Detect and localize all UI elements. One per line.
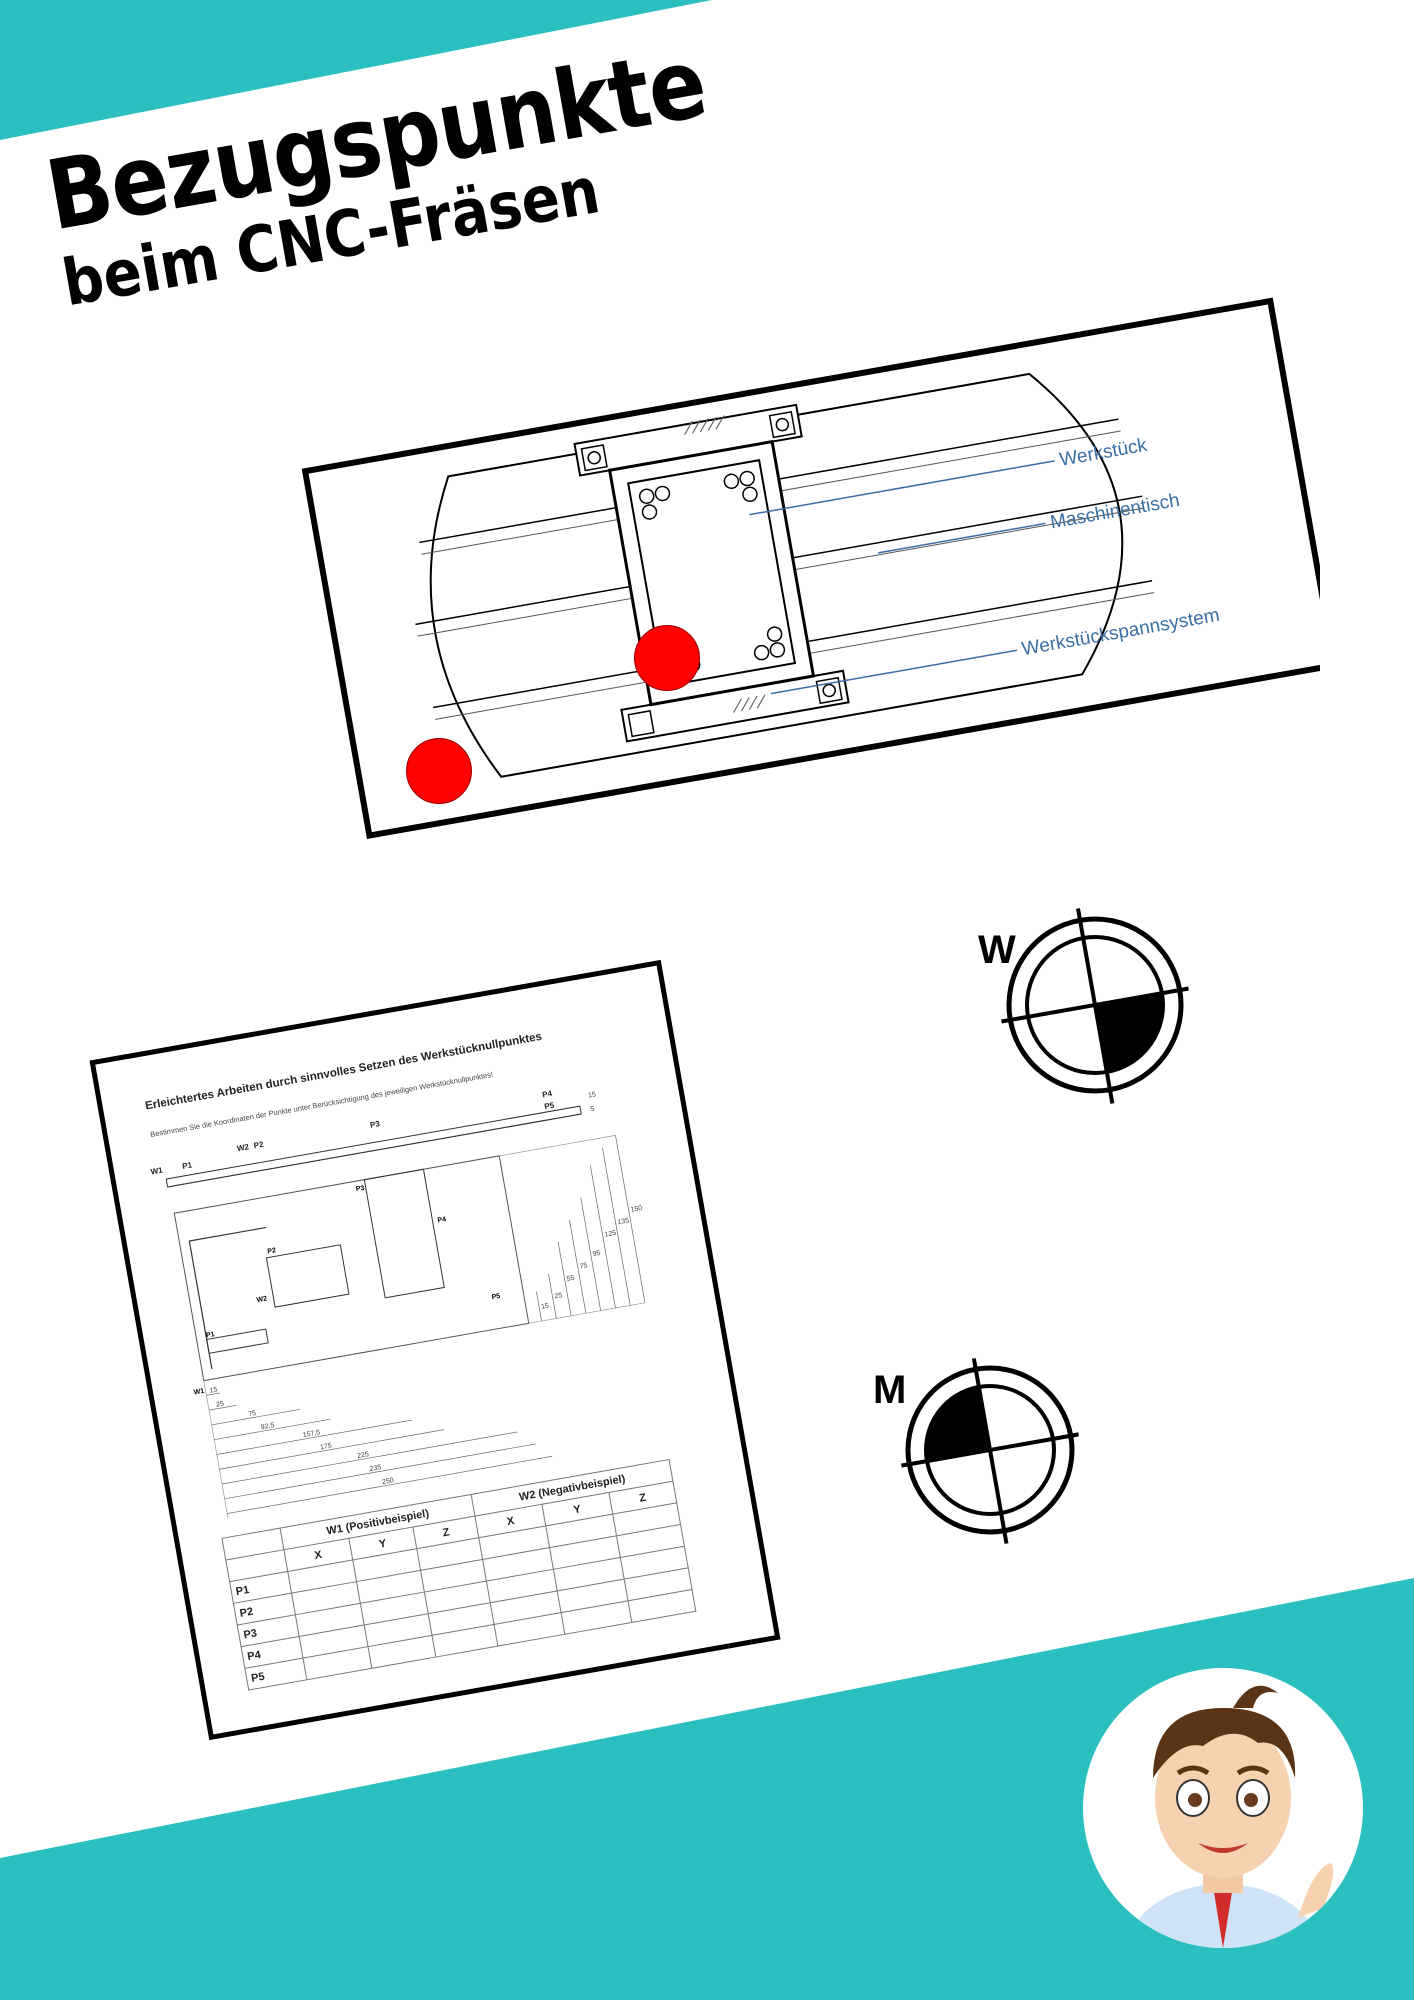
plan-label-w2: W2	[256, 1295, 268, 1304]
plan-label-p4: P4	[437, 1216, 447, 1224]
right-dim-125: 125	[604, 1230, 617, 1239]
bottom-dim-225: 225	[357, 1451, 370, 1460]
right-dim-15: 15	[541, 1303, 550, 1311]
red-marker-machine[interactable]	[406, 738, 472, 804]
plan-label-p2: P2	[267, 1247, 277, 1255]
red-marker-workpiece[interactable]	[634, 625, 700, 691]
bottom-dim-157-5: 157,5	[302, 1429, 321, 1439]
bottom-dim-92-5: 92,5	[260, 1422, 275, 1431]
top-label-p4: P4	[542, 1089, 554, 1100]
plan-label-p1: P1	[205, 1331, 215, 1339]
right-dim-55: 55	[566, 1275, 575, 1283]
right-dim-150: 150	[630, 1205, 643, 1214]
top-dim-5: 5	[590, 1106, 595, 1114]
right-dim-75: 75	[579, 1262, 588, 1270]
bottom-dim-235: 235	[369, 1464, 382, 1473]
right-dim-95: 95	[592, 1250, 601, 1258]
workpiece-symbol-letter: W	[978, 928, 1016, 972]
worksheet-card: Erleichtertes Arbeiten durch sinnvolles …	[89, 959, 781, 1741]
top-label-p5: P5	[544, 1101, 556, 1112]
machine-symbol-letter: M	[873, 1368, 906, 1412]
worksheet-drawing: W1 P1 W2 P2 P3 P4 P5 15 5 P1 P2 P3 P4 P5…	[150, 1089, 646, 1519]
bottom-dim-175: 175	[320, 1442, 333, 1451]
bottom-dim-15: 15	[209, 1386, 218, 1394]
plan-label-p5: P5	[491, 1293, 501, 1301]
cartoon-teacher-icon	[1123, 1685, 1334, 1948]
top-label-w2: W2	[236, 1142, 250, 1153]
top-label-p1: P1	[182, 1160, 194, 1171]
top-dim-15: 15	[588, 1091, 597, 1099]
machine-zero-symbol[interactable]: M	[865, 1345, 1095, 1565]
top-label-p3: P3	[369, 1119, 381, 1130]
plan-label-p3: P3	[355, 1185, 365, 1193]
bottom-dim-75: 75	[248, 1410, 257, 1418]
avatar	[1083, 1668, 1363, 1948]
bottom-dim-250: 250	[382, 1477, 395, 1486]
workpiece-zero-symbol[interactable]: W	[970, 895, 1220, 1125]
right-dim-135: 135	[617, 1217, 630, 1226]
plan-label-w1: W1	[193, 1388, 205, 1397]
top-label-p2: P2	[253, 1140, 265, 1151]
top-label-w1: W1	[150, 1166, 164, 1177]
bottom-dim-25: 25	[216, 1401, 225, 1409]
right-dim-25: 25	[554, 1292, 563, 1300]
machine-diagram: Werkstück Maschinentisch Werkstückspanns…	[301, 297, 1320, 840]
